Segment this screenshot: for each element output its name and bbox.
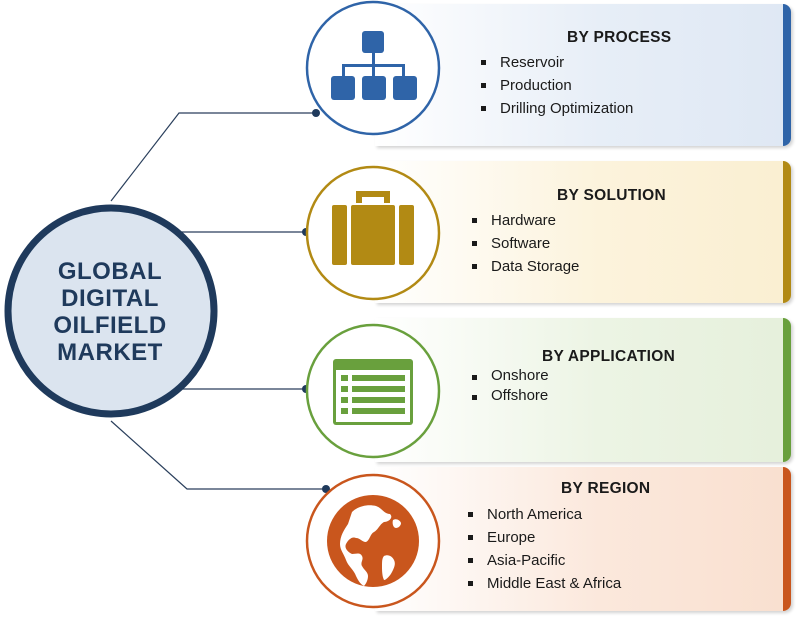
segment-title: BY SOLUTION (557, 187, 666, 204)
list-item: Drilling Optimization (478, 97, 633, 120)
list-item: Production (478, 74, 633, 97)
hub-title: GLOBAL DIGITAL OILFIELD MARKET (35, 258, 185, 366)
list-item: Offshore (469, 386, 549, 406)
connector-dot-process (312, 109, 320, 117)
segment-panel-process: BY PROCESS Reservoir Production Drilling… (375, 4, 791, 146)
segment-items: Hardware Software Data Storage (469, 209, 579, 278)
segment-items: Onshore Offshore (469, 366, 549, 406)
list-item: Asia-Pacific (465, 549, 621, 572)
segment-title: BY APPLICATION (542, 348, 676, 365)
list-item: Reservoir (478, 51, 633, 74)
segment-items: Reservoir Production Drilling Optimizati… (478, 51, 633, 120)
list-item: North America (465, 503, 621, 526)
connector-process (110, 112, 316, 202)
segment-title: BY PROCESS (567, 29, 672, 46)
list-item: Hardware (469, 209, 579, 232)
segment-panel-application: BY APPLICATION Onshore Offshore (375, 318, 791, 462)
segment-panel-solution: BY SOLUTION Hardware Software Data Stora… (375, 161, 791, 303)
hub-title-line: DIGITAL (61, 285, 159, 312)
hub-title-line: MARKET (57, 339, 163, 366)
segment-panel-region: BY REGION North America Europe Asia-Paci… (375, 467, 791, 611)
hub-title-line: OILFIELD (53, 312, 167, 339)
list-item: Software (469, 232, 579, 255)
connector-region (110, 420, 326, 490)
connector-dot-region (322, 485, 330, 493)
connector-dot-application (302, 385, 310, 393)
list-item: Data Storage (469, 255, 579, 278)
connector-dot-solution (302, 228, 310, 236)
segment-title: BY REGION (561, 480, 651, 497)
list-item: Middle East & Africa (465, 572, 621, 595)
list-item: Europe (465, 526, 621, 549)
hub-title-line: GLOBAL (57, 258, 163, 285)
list-item: Onshore (469, 366, 549, 386)
segment-items: North America Europe Asia-Pacific Middle… (465, 503, 621, 595)
hub-circle (4, 204, 218, 418)
